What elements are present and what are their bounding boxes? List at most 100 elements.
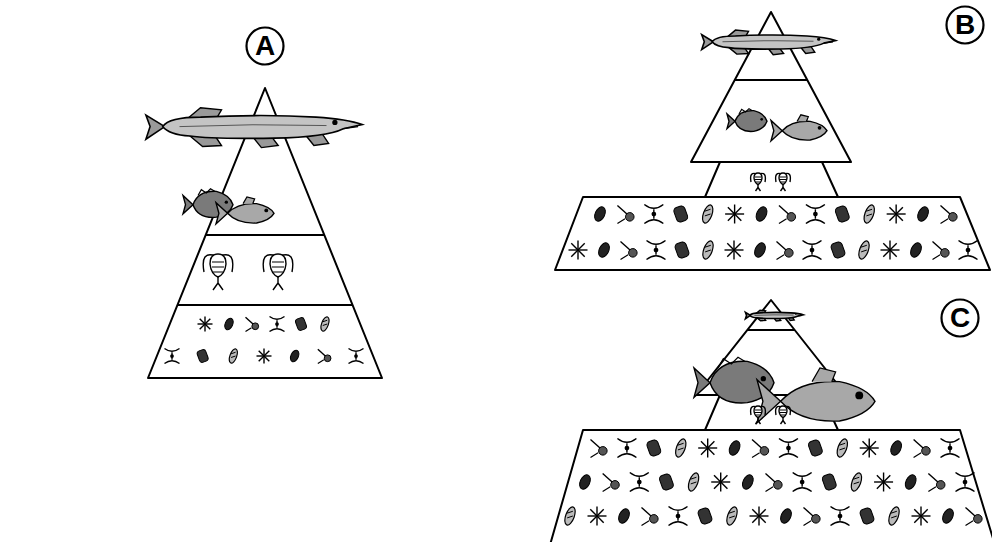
phytoplankton bbox=[617, 205, 634, 223]
phytoplankton bbox=[959, 241, 978, 260]
phytoplankton bbox=[857, 240, 872, 261]
phytoplankton bbox=[165, 349, 180, 364]
phytoplankton bbox=[956, 473, 975, 492]
phytoplankton bbox=[903, 473, 918, 491]
phytoplankton bbox=[766, 473, 783, 491]
panel-letter: B bbox=[955, 10, 975, 41]
phytoplankton bbox=[701, 240, 716, 261]
phytoplankton bbox=[754, 205, 769, 223]
zooplankton bbox=[776, 406, 791, 424]
phytoplankton bbox=[697, 507, 713, 525]
phytoplankton bbox=[807, 439, 823, 457]
phytoplankton bbox=[740, 473, 755, 491]
phytoplankton bbox=[725, 205, 744, 224]
phytoplankton bbox=[831, 507, 850, 526]
phytoplankton bbox=[830, 241, 846, 259]
phytoplankton bbox=[933, 241, 950, 259]
phytoplankton bbox=[700, 204, 715, 225]
phytoplankton bbox=[198, 317, 213, 332]
phytoplankton bbox=[777, 241, 794, 259]
pyramid-base bbox=[555, 197, 990, 270]
zooplankton bbox=[203, 254, 233, 290]
phytoplankton bbox=[862, 204, 877, 225]
phytoplankton bbox=[289, 349, 301, 363]
tier-line bbox=[735, 79, 807, 81]
phytoplankton bbox=[270, 317, 285, 332]
phytoplankton bbox=[674, 438, 689, 459]
phytoplankton bbox=[916, 205, 931, 223]
phytoplankton bbox=[752, 439, 769, 457]
label-circle: B bbox=[945, 5, 985, 45]
zooplankton bbox=[776, 173, 791, 191]
phytoplankton bbox=[603, 473, 620, 491]
phytoplankton bbox=[727, 439, 742, 457]
phytoplankton bbox=[941, 205, 958, 223]
phytoplankton bbox=[630, 473, 649, 492]
pyramid-top bbox=[691, 12, 851, 162]
phytoplankton bbox=[912, 507, 931, 526]
phytoplankton bbox=[644, 205, 663, 224]
sunfish bbox=[727, 109, 767, 132]
phytoplankton bbox=[674, 241, 690, 259]
phytoplankton bbox=[563, 506, 578, 527]
phytoplankton bbox=[592, 205, 607, 223]
phytoplankton bbox=[874, 473, 893, 492]
minnow bbox=[771, 115, 827, 141]
phytoplankton bbox=[940, 507, 955, 525]
pyramid-outline bbox=[148, 88, 382, 378]
phytoplankton bbox=[725, 241, 744, 260]
phytoplankton bbox=[860, 439, 879, 458]
phytoplankton bbox=[711, 473, 730, 492]
phytoplankton bbox=[849, 472, 864, 493]
panel-letter: C bbox=[950, 303, 970, 334]
phytoplankton bbox=[725, 506, 740, 527]
phytoplankton bbox=[658, 473, 674, 491]
phytoplankton bbox=[750, 507, 769, 526]
label-circle: A bbox=[245, 26, 285, 66]
phytoplankton bbox=[889, 439, 904, 457]
phytoplankton bbox=[908, 241, 923, 259]
phytoplankton bbox=[941, 439, 960, 458]
phytoplankton bbox=[257, 349, 272, 364]
phytoplankton bbox=[928, 473, 945, 491]
pike-fish bbox=[146, 108, 362, 148]
phytoplankton bbox=[793, 473, 812, 492]
phytoplankton bbox=[834, 205, 850, 223]
tier-line bbox=[747, 329, 795, 331]
phytoplankton bbox=[859, 507, 875, 525]
phytoplankton bbox=[577, 473, 592, 491]
phytoplankton bbox=[686, 472, 701, 493]
zooplankton bbox=[751, 406, 766, 424]
phytoplankton bbox=[966, 507, 983, 525]
phytoplankton bbox=[569, 241, 588, 260]
phytoplankton bbox=[349, 349, 364, 364]
pyramid-base bbox=[550, 430, 992, 542]
zooplankton bbox=[263, 254, 293, 290]
phytoplankton bbox=[642, 507, 659, 525]
phytoplankton bbox=[588, 507, 607, 526]
phytoplankton bbox=[887, 506, 902, 527]
phytoplankton bbox=[779, 205, 796, 223]
phytoplankton bbox=[803, 241, 822, 260]
zooplankton bbox=[751, 173, 766, 191]
phytoplankton bbox=[804, 507, 821, 525]
phytoplankton bbox=[887, 205, 906, 224]
phytoplankton bbox=[617, 439, 636, 458]
phytoplankton bbox=[779, 439, 798, 458]
panel-letter: A bbox=[255, 31, 275, 62]
minnow bbox=[757, 368, 875, 423]
pyramid-b bbox=[555, 12, 990, 270]
phytoplankton bbox=[246, 317, 259, 331]
minnow bbox=[216, 197, 274, 224]
phytoplankton bbox=[914, 439, 931, 457]
phytoplankton bbox=[616, 507, 631, 525]
phytoplankton bbox=[821, 473, 837, 491]
phytoplankton bbox=[835, 438, 850, 459]
phytoplankton bbox=[621, 241, 638, 259]
phytoplankton bbox=[778, 507, 793, 525]
label-circle: C bbox=[940, 298, 980, 338]
phytoplankton bbox=[647, 241, 666, 260]
phytoplankton bbox=[223, 317, 235, 331]
phytoplankton bbox=[673, 205, 689, 223]
phytoplankton bbox=[806, 205, 825, 224]
